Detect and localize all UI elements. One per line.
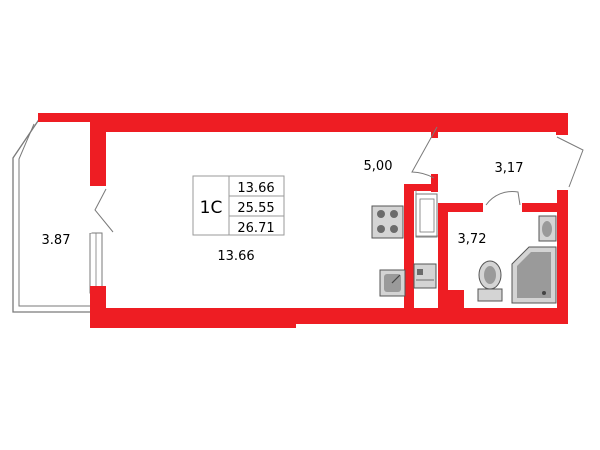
bathroom-area: 3,72 — [458, 232, 487, 247]
living-area: 13.66 — [237, 181, 274, 196]
room-labels: 3.87 13.66 5,00 3,17 3,72 — [42, 159, 524, 264]
hallway-area: 3,17 — [495, 161, 524, 176]
stove-icon — [371, 205, 404, 239]
toilet-icon — [477, 288, 503, 302]
bathroom-fixtures — [477, 215, 557, 304]
kitchen-counter-icon — [415, 193, 438, 238]
balcony — [12, 117, 103, 313]
kitchen-area: 5,00 — [364, 159, 393, 174]
total-area: 25.55 — [237, 201, 274, 216]
balcony-door — [94, 188, 114, 233]
kitchen-fixtures — [371, 193, 438, 297]
walls — [38, 113, 568, 328]
total-area-with-balcony: 26.71 — [237, 221, 274, 236]
area-summary: 1С 13.66 25.55 26.71 — [192, 175, 285, 236]
doors — [88, 126, 584, 237]
bathroom-door — [485, 190, 521, 206]
main-room-area: 13.66 — [217, 249, 254, 264]
fridge-icon — [413, 263, 437, 289]
balcony-area: 3.87 — [42, 233, 71, 248]
entrance-door — [556, 136, 584, 188]
unit-type: 1С — [200, 198, 223, 218]
kitchen-door — [411, 126, 438, 179]
